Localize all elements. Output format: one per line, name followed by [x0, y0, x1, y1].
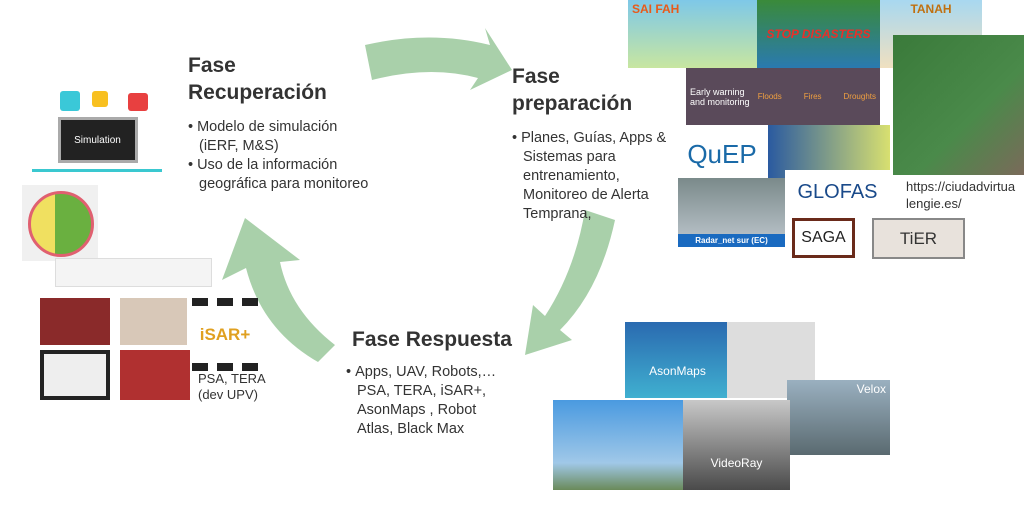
arrow-respuesta-to-recuperacion [222, 218, 335, 362]
tablet-photo [40, 350, 110, 400]
arrow-preparacion-to-respuesta [525, 210, 615, 355]
ciudad-virtual-url[interactable]: https://ciudadvirtualengie.es/ [906, 179, 1016, 211]
respuesta-section: Fase Respuesta Apps, UAV, Robots,… PSA, … [352, 326, 512, 439]
tier-box: TiER [872, 218, 965, 259]
drone-image [553, 400, 683, 490]
team-photo [120, 350, 190, 400]
quep-logo: QuEP [676, 130, 768, 178]
bullet: Planes, Guías, Apps & Sistemas para entr… [512, 129, 672, 224]
bullet: Modelo de simulación (iERF, M&S) [188, 118, 373, 156]
rescue-photo [40, 298, 110, 345]
saga-box: SAGA [792, 218, 855, 258]
radar-net-image: Radar_net sur (EC) [678, 178, 785, 247]
stop-disasters-image: STOP DISASTERS [757, 0, 880, 68]
geographic-map-image [22, 185, 98, 261]
phone-app-photo [120, 298, 187, 345]
isar-logo: iSAR+ [192, 298, 258, 371]
saifah-game-image: SAI FAH [628, 0, 758, 68]
bullet: Apps, UAV, Robots,… PSA, TERA, iSAR+, As… [346, 363, 506, 439]
asonmaps-image: AsonMaps [625, 322, 730, 398]
velox-image: Velox [787, 380, 890, 455]
respuesta-title: Fase Respuesta [352, 328, 512, 351]
simulation-image: Simulation [30, 85, 165, 175]
arrow-recuperacion-to-preparacion [365, 28, 512, 90]
psa-tera-caption: PSA, TERA (dev UPV) [198, 371, 265, 402]
bullet: Uso de la información geográfica para mo… [188, 156, 373, 194]
early-warning-image: Early warning and monitoring Floods Fire… [686, 68, 880, 125]
virtual-city-image [893, 35, 1024, 175]
simulation-diagrams [55, 258, 212, 287]
glofas-logo: GLOFAS [785, 170, 890, 215]
videoray-image: VideoRay [683, 400, 790, 490]
